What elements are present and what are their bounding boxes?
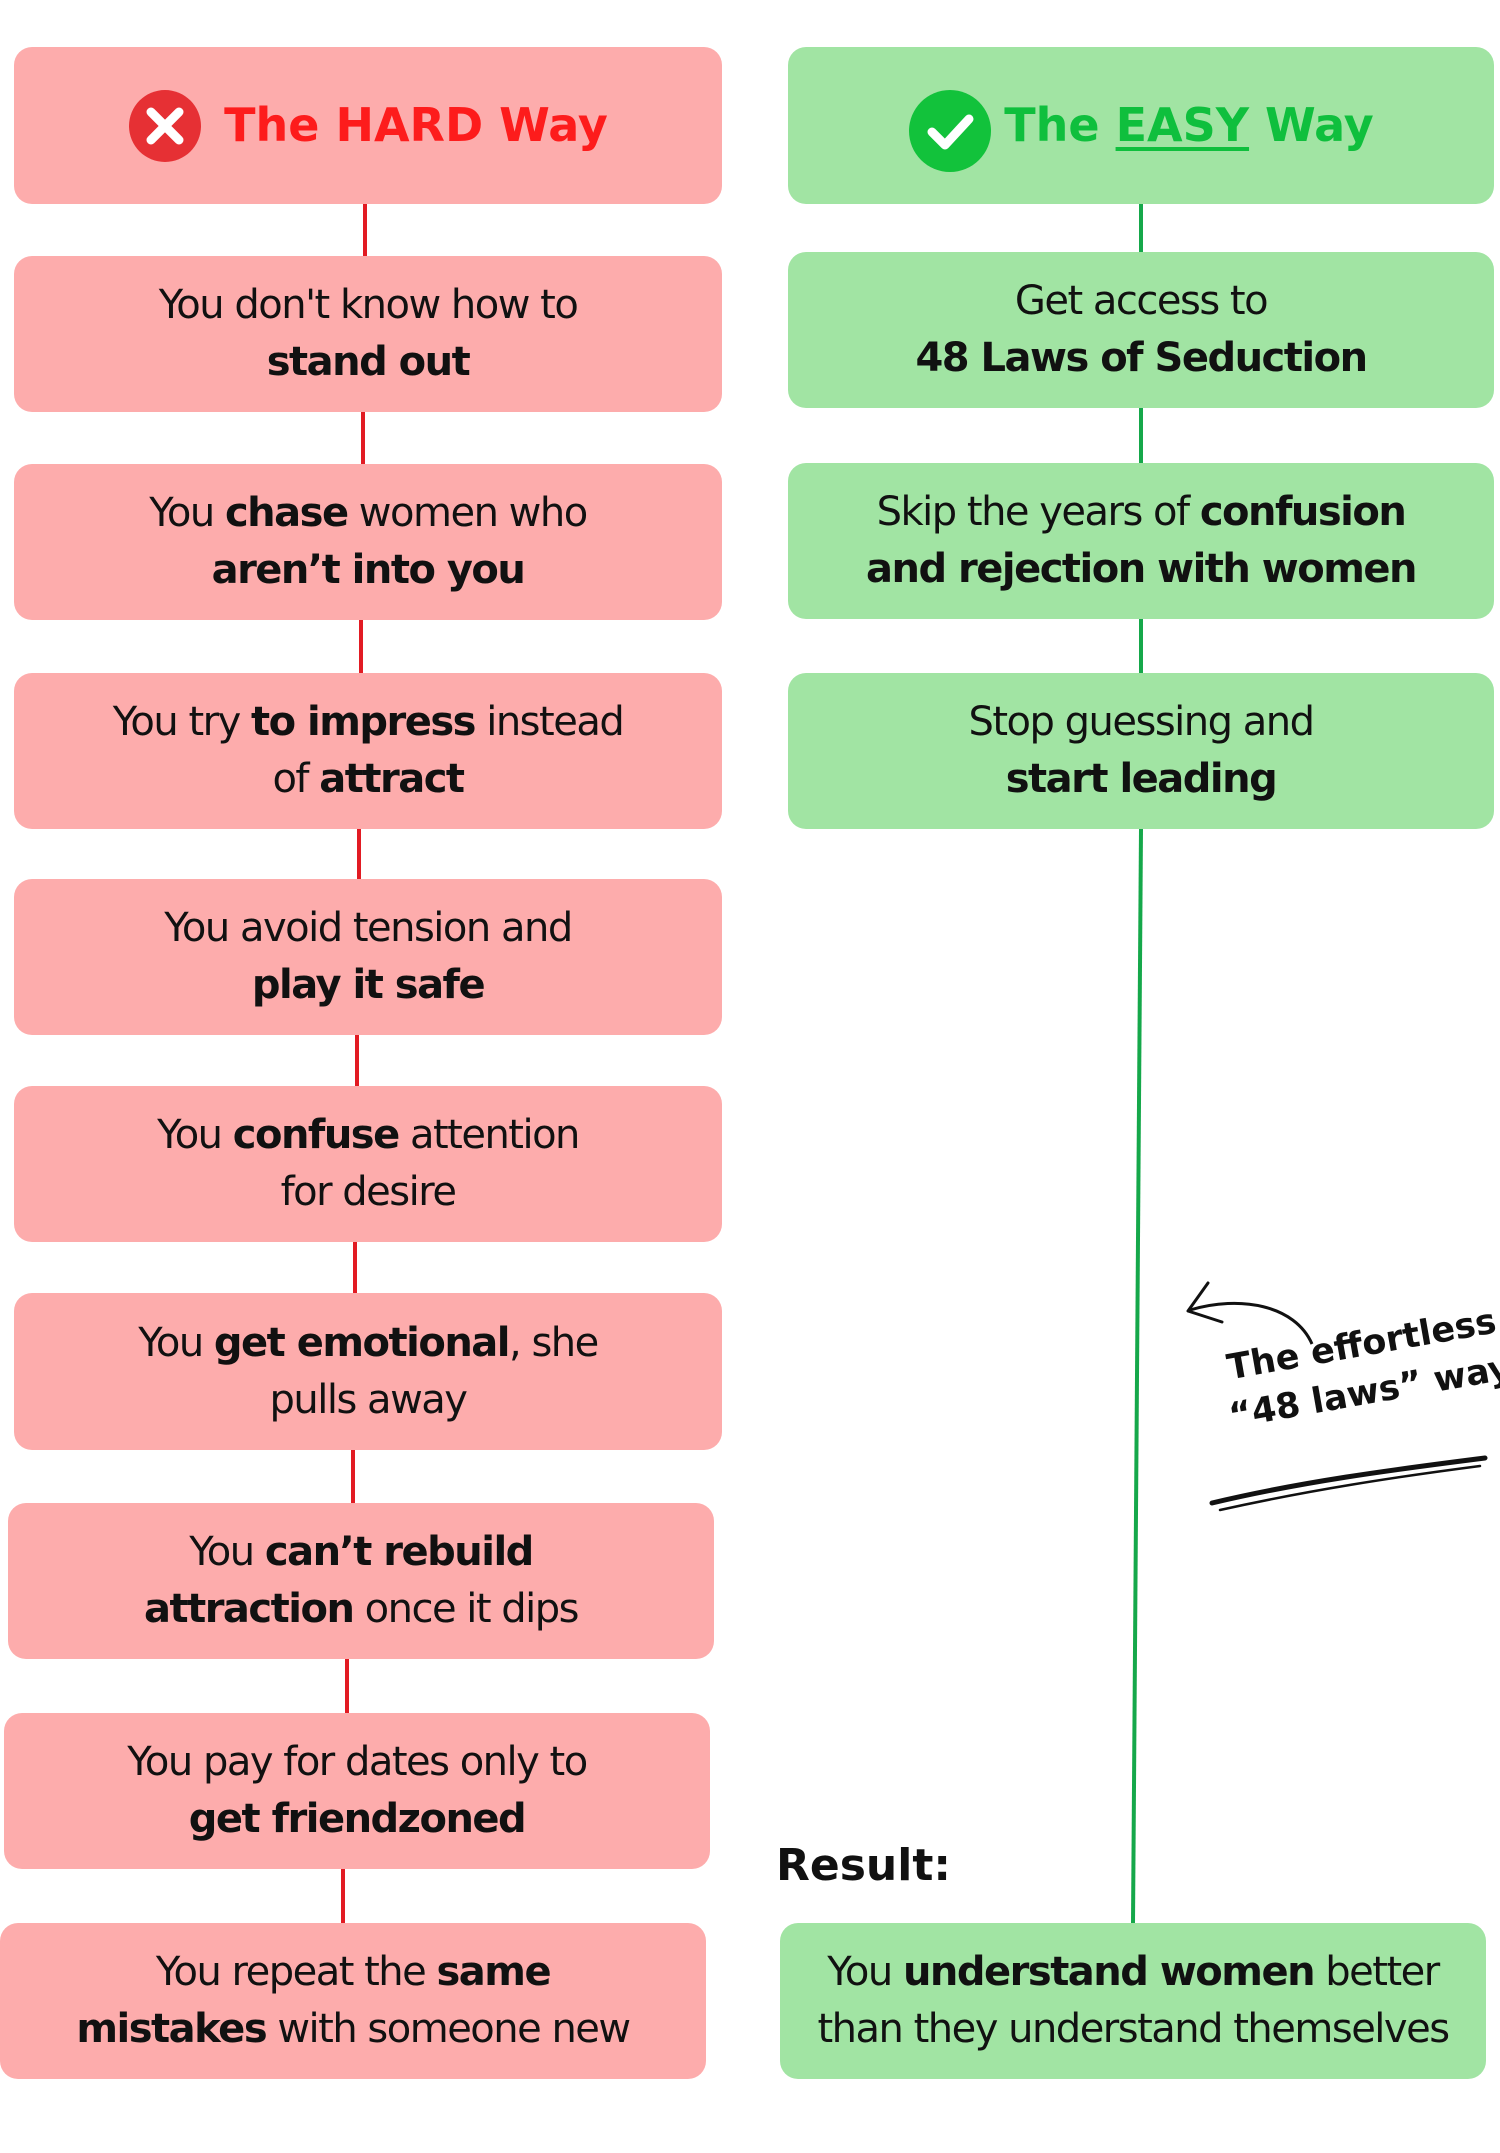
box-text: You repeat the same mistakes with someone… (76, 1944, 631, 2058)
easy-item: Stop guessing and start leading (788, 673, 1494, 829)
bold-text: attract (319, 756, 465, 802)
text: , she (509, 1319, 599, 1366)
text: You (189, 1529, 265, 1575)
hard-item: You confuse attention for desire (14, 1086, 722, 1242)
text: You try (112, 699, 251, 745)
text: Get access to (1014, 278, 1269, 324)
bold-text: confusion (1199, 489, 1407, 535)
text: better (1314, 1949, 1440, 1995)
bold-text: to impress (250, 699, 477, 745)
hard-item: You get emotional, she pulls away (14, 1293, 722, 1450)
bold-text: stand out (266, 339, 471, 385)
box-text: You get emotional, she pulls away (138, 1315, 599, 1429)
text: Stop guessing and (968, 699, 1315, 745)
hard-item: You pay for dates only to get friendzoned (4, 1713, 710, 1869)
bold-text: start leading (1005, 756, 1278, 802)
text: once it dips (353, 1586, 580, 1632)
bold-text: 48 Laws of Seduction (915, 335, 1368, 381)
box-text: You pay for dates only to get friendzoned (127, 1734, 588, 1848)
box-text: Skip the years of confusion and rejection… (865, 484, 1418, 598)
text: You pay for dates only to (127, 1739, 588, 1785)
text: for desire (280, 1169, 457, 1215)
easy-way-title: The EASY Way (1004, 98, 1374, 152)
result-label: Result: (776, 1840, 951, 1891)
bold-text: get friendzoned (188, 1796, 527, 1842)
hard-item: You avoid tension and play it safe (14, 879, 722, 1035)
scribble-underline (1209, 1455, 1488, 1512)
box-text: You confuse attention for desire (157, 1107, 580, 1221)
box-text: You avoid tension and play it safe (164, 900, 573, 1014)
text: You (827, 1949, 903, 1995)
text: instead (475, 699, 625, 745)
text: with someone new (266, 2006, 631, 2052)
box-text: You don't know how to stand out (158, 277, 579, 391)
bold-text: understand women (902, 1949, 1316, 1995)
easy-way-header: The EASY Way (788, 47, 1494, 204)
text: Skip the years of (876, 489, 1200, 535)
result-box: You understand women better than they und… (780, 1923, 1486, 2079)
bold-text: play it safe (251, 962, 486, 1008)
hard-item: You don't know how to stand out (14, 256, 722, 412)
text: attention (398, 1112, 580, 1158)
text: You (157, 1112, 233, 1158)
box-text: Get access to 48 Laws of Seduction (915, 273, 1368, 387)
text: You avoid tension and (164, 905, 573, 951)
check-circle-icon (908, 89, 992, 172)
curved-arrow-icon (1186, 1281, 1314, 1345)
bold-text: attraction (143, 1586, 355, 1632)
bold-text: get emotional (213, 1319, 511, 1366)
box-text: You understand women better than they und… (817, 1944, 1450, 2058)
hard-item: You chase women who aren’t into you (14, 464, 722, 620)
text: than they understand themselves (817, 2006, 1450, 2052)
text: You (149, 490, 225, 536)
bold-text: chase (224, 490, 349, 536)
hard-item: You repeat the same mistakes with someone… (0, 1923, 706, 2079)
hard-item: You can’t rebuild attraction once it dips (8, 1503, 714, 1659)
bold-text: and rejection with women (865, 546, 1418, 592)
bold-text: same (436, 1949, 551, 1995)
text: You (138, 1319, 214, 1366)
box-text: You can’t rebuild attraction once it dips (143, 1524, 580, 1638)
bold-text: aren’t into you (211, 547, 526, 593)
box-text: You chase women who aren’t into you (149, 485, 588, 599)
text: women who (347, 490, 588, 536)
x-circle-icon (128, 89, 202, 163)
hard-item: You try to impress instead of attract (14, 673, 722, 829)
text: You repeat the (155, 1949, 437, 1995)
box-text: Stop guessing and start leading (968, 694, 1315, 808)
easy-item: Skip the years of confusion and rejection… (788, 463, 1494, 619)
text: You don't know how to (158, 282, 579, 328)
green-connector (1131, 828, 1143, 1924)
text: of (272, 756, 320, 802)
hard-way-header: The HARD Way (14, 47, 722, 204)
bold-text: can’t rebuild (264, 1529, 534, 1575)
hard-way-title: The HARD Way (224, 98, 608, 152)
box-text: You try to impress instead of attract (112, 694, 625, 808)
easy-item: Get access to 48 Laws of Seduction (788, 252, 1494, 408)
bold-text: confuse (232, 1112, 400, 1158)
text: pulls away (269, 1376, 468, 1423)
bold-text: mistakes (76, 2006, 267, 2052)
